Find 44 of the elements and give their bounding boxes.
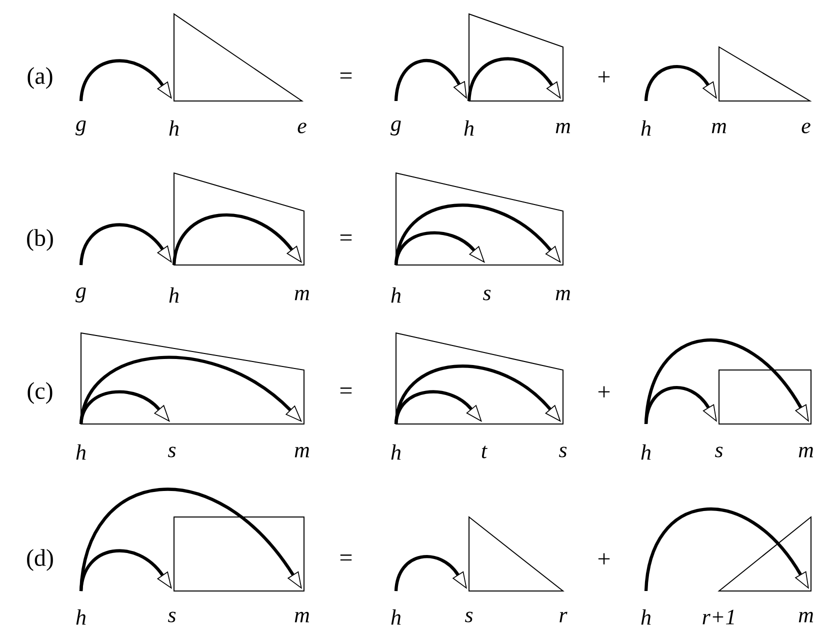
operator-sign: + — [598, 553, 610, 564]
variable-label: s — [465, 612, 473, 622]
variable-label: s — [168, 612, 176, 622]
variable-label: s — [559, 446, 567, 458]
variable-label: h — [464, 120, 474, 136]
variable-label: m — [712, 122, 726, 134]
variable-label: h — [641, 444, 651, 460]
variable-label: h — [641, 609, 651, 625]
variable-label: r — [560, 612, 568, 622]
variable-label: h — [169, 287, 179, 303]
panel-label: (a) — [28, 67, 52, 89]
operator-sign: = — [340, 234, 352, 241]
panel-label: (b) — [27, 229, 53, 251]
variable-label: g — [76, 288, 86, 303]
variable-label: m — [798, 446, 814, 458]
operator-sign: = — [340, 554, 352, 561]
variable-label: h — [391, 444, 401, 460]
variable-label: m — [294, 290, 310, 300]
variable-label: h — [76, 444, 86, 460]
variable-label: h — [76, 609, 86, 625]
variable-label: e — [802, 122, 810, 134]
operator-sign: = — [340, 388, 352, 394]
variable-label: m — [556, 122, 570, 134]
variable-label: t — [482, 446, 488, 458]
variable-label: h — [169, 120, 179, 136]
variable-label: m — [294, 612, 310, 622]
variable-label: m — [556, 290, 570, 300]
variable-label: g — [390, 120, 401, 136]
operator-sign: + — [598, 71, 610, 82]
operator-sign: + — [598, 386, 610, 398]
operator-sign: = — [340, 72, 352, 79]
variable-label: g — [76, 120, 86, 136]
variable-label: s — [168, 446, 176, 458]
variable-label: h — [391, 287, 401, 303]
panel-label: (c) — [28, 382, 52, 404]
variable-label: r+1 — [702, 610, 734, 624]
panel-label: (d) — [27, 549, 53, 571]
variable-label: h — [641, 120, 651, 136]
variable-label: m — [294, 446, 310, 458]
variable-label: h — [391, 609, 401, 625]
variable-label: m — [798, 612, 814, 622]
variable-label: e — [298, 122, 306, 134]
variable-label: s — [483, 290, 491, 300]
variable-label: s — [715, 446, 723, 458]
